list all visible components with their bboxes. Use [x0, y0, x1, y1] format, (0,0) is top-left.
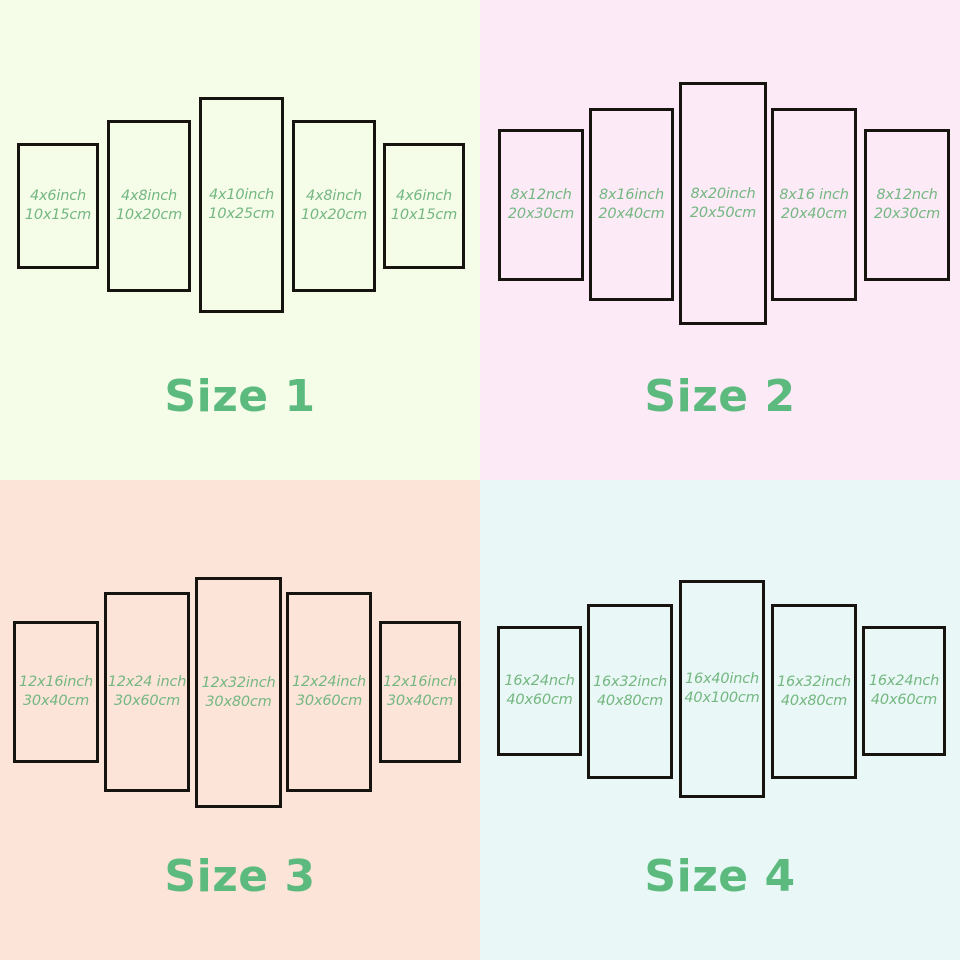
- panel-size-inch: 8x12nch: [510, 187, 572, 204]
- panel-size-cm: 30x60cm: [295, 693, 363, 709]
- panel-frame[interactable]: 16x24nch 40x60cm: [862, 626, 946, 756]
- quadrant-size-1: 4x6inch 10x15cm 4x8inch 10x20cm 4x10inch…: [0, 0, 480, 480]
- panel-size-inch: 8x20inch: [690, 185, 756, 202]
- panel-size-inch: 4x8inch: [305, 188, 362, 205]
- panel-size-label: 4x8inch 10x20cm: [301, 187, 367, 225]
- panel-size-inch: 4x10inch: [208, 187, 275, 204]
- panel-size-cm: 20x40cm: [780, 205, 848, 222]
- quadrant-size-4: 16x24nch 40x60cm 16x32inch 40x80cm 16x40…: [480, 480, 960, 960]
- panel-size-label: 8x12nch 20x30cm: [874, 186, 940, 224]
- panel-frame[interactable]: 4x6inch 10x15cm: [17, 143, 99, 269]
- panel-frame[interactable]: 16x40inch 40x100cm: [679, 580, 765, 798]
- panel-size-inch: 4x8inch: [120, 188, 177, 205]
- panel-size-cm: 40x80cm: [596, 692, 664, 709]
- panel-size-inch: 12x32inch: [201, 674, 276, 691]
- panel-size-cm: 10x20cm: [300, 207, 368, 223]
- panel-size-label: 8x16inch 20x40cm: [598, 186, 664, 224]
- panel-size-inch: 8x16inch: [598, 186, 665, 203]
- panel-size-cm: 10x15cm: [390, 207, 458, 223]
- panel-size-label: 8x12nch 20x30cm: [508, 186, 574, 224]
- panel-frame[interactable]: 12x32inch 30x80cm: [195, 577, 282, 808]
- panel-size-inch: 16x32inch: [592, 673, 668, 690]
- panel-size-label: 8x20inch 20x50cm: [690, 185, 756, 223]
- panel-frame[interactable]: 4x8inch 10x20cm: [292, 120, 376, 292]
- panel-frame[interactable]: 16x32inch 40x80cm: [587, 604, 673, 779]
- panel-size-inch: 4x6inch: [29, 188, 86, 205]
- size-title-4: Size 4: [644, 851, 796, 902]
- panel-size-cm: 40x80cm: [780, 692, 848, 709]
- panel-size-cm: 30x80cm: [205, 693, 272, 710]
- panel-size-inch: 16x40inch: [684, 671, 760, 688]
- panel-frame[interactable]: 16x24nch 40x60cm: [497, 626, 582, 756]
- panel-size-cm: 40x60cm: [506, 692, 573, 708]
- panel-size-label: 4x10inch 10x25cm: [208, 186, 274, 224]
- panel-size-cm: 20x30cm: [507, 206, 575, 222]
- quadrant-size-3: 12x16inch 30x40cm 12x24 inch 30x60cm 12x…: [0, 480, 480, 960]
- panel-size-inch: 8x12nch: [876, 187, 938, 204]
- size-title-2: Size 2: [644, 371, 796, 422]
- panel-size-cm: 10x15cm: [24, 207, 92, 223]
- panel-size-label: 16x24nch 40x60cm: [869, 672, 939, 710]
- panel-size-cm: 20x50cm: [689, 204, 757, 221]
- panel-size-label: 16x40inch 40x100cm: [684, 670, 759, 708]
- panel-size-label: 16x32inch 40x80cm: [593, 673, 667, 711]
- panel-size-cm: 40x100cm: [684, 690, 760, 706]
- panel-frame[interactable]: 12x16inch 30x40cm: [13, 621, 99, 763]
- panel-size-cm: 30x60cm: [113, 693, 181, 709]
- panel-size-inch: 16x24nch: [868, 673, 940, 690]
- panel-size-label: 4x8inch 10x20cm: [116, 187, 182, 225]
- panel-size-inch: 16x24nch: [504, 673, 575, 690]
- panel-size-label: 8x16 inch 20x40cm: [779, 186, 849, 224]
- panel-size-label: 4x6inch 10x15cm: [391, 187, 457, 225]
- panel-size-label: 12x16inch 30x40cm: [383, 673, 457, 711]
- panel-size-label: 12x16inch 30x40cm: [19, 673, 93, 711]
- panel-size-cm: 20x40cm: [598, 205, 665, 222]
- panel-size-cm: 10x25cm: [208, 206, 275, 222]
- panel-size-label: 12x32inch 30x80cm: [201, 674, 275, 712]
- panel-frame[interactable]: 4x8inch 10x20cm: [107, 120, 191, 292]
- panel-frame[interactable]: 12x24inch 30x60cm: [286, 592, 372, 792]
- panel-frame[interactable]: 8x20inch 20x50cm: [679, 82, 767, 325]
- panel-size-label: 16x32inch 40x80cm: [777, 673, 851, 711]
- panel-size-cm: 30x40cm: [386, 693, 454, 709]
- panel-size-label: 12x24 inch 30x60cm: [107, 673, 187, 711]
- panel-group-size-1: 4x6inch 10x15cm 4x8inch 10x20cm 4x10inch…: [0, 0, 480, 340]
- quadrant-size-2: 8x12nch 20x30cm 8x16inch 20x40cm 8x20inc…: [480, 0, 960, 480]
- panel-size-label: 12x24inch 30x60cm: [292, 673, 366, 711]
- panel-size-inch: 4x6inch: [395, 188, 452, 205]
- panel-size-inch: 12x16inch: [382, 674, 458, 691]
- panel-frame[interactable]: 4x6inch 10x15cm: [383, 143, 465, 269]
- panel-frame[interactable]: 12x24 inch 30x60cm: [104, 592, 190, 792]
- panel-size-inch: 12x24 inch: [107, 674, 187, 691]
- panel-frame[interactable]: 8x12nch 20x30cm: [864, 129, 950, 281]
- panel-size-inch: 12x16inch: [18, 674, 94, 691]
- panel-frame[interactable]: 8x16 inch 20x40cm: [771, 108, 857, 301]
- panel-group-size-3: 12x16inch 30x40cm 12x24 inch 30x60cm 12x…: [0, 480, 480, 820]
- panel-frame[interactable]: 8x16inch 20x40cm: [589, 108, 674, 301]
- panel-size-label: 4x6inch 10x15cm: [25, 187, 91, 225]
- panel-size-inch: 16x32inch: [776, 673, 852, 690]
- size-title-3: Size 3: [164, 851, 316, 902]
- panel-size-cm: 20x30cm: [873, 206, 941, 222]
- panel-frame[interactable]: 12x16inch 30x40cm: [379, 621, 461, 763]
- panel-frame[interactable]: 8x12nch 20x30cm: [498, 129, 584, 281]
- panel-group-size-2: 8x12nch 20x30cm 8x16inch 20x40cm 8x20inc…: [480, 0, 960, 340]
- panel-size-inch: 12x24inch: [291, 674, 367, 691]
- panel-frame[interactable]: 4x10inch 10x25cm: [199, 97, 284, 313]
- panel-frame[interactable]: 16x32inch 40x80cm: [771, 604, 857, 779]
- panel-size-cm: 10x20cm: [115, 207, 183, 223]
- panel-size-label: 16x24nch 40x60cm: [504, 672, 574, 710]
- panel-size-cm: 40x60cm: [870, 692, 938, 708]
- panel-group-size-4: 16x24nch 40x60cm 16x32inch 40x80cm 16x40…: [480, 480, 960, 820]
- panel-size-inch: 8x16 inch: [779, 186, 849, 203]
- panel-size-cm: 30x40cm: [22, 693, 90, 709]
- size-title-1: Size 1: [164, 371, 316, 422]
